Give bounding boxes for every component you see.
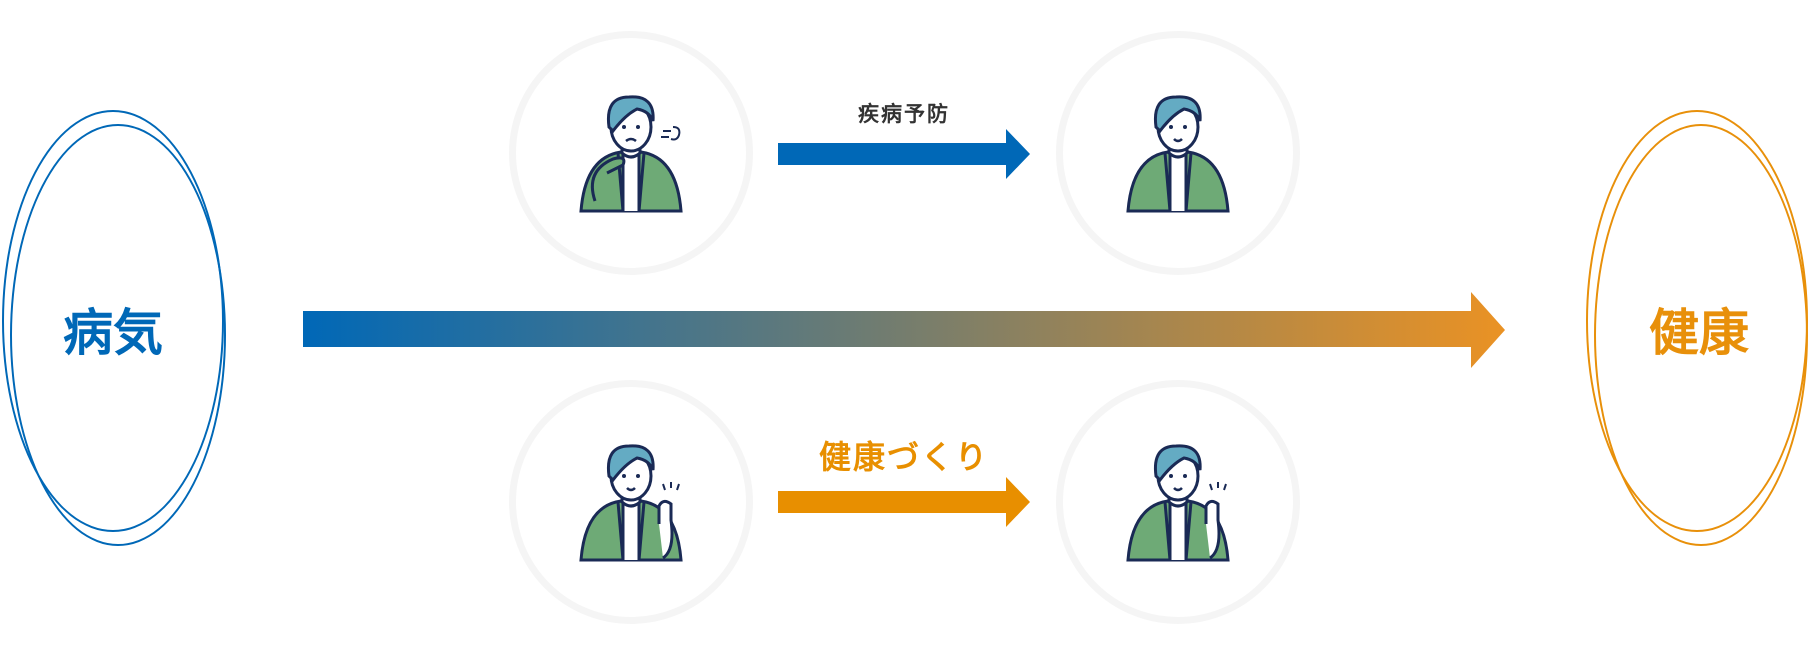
motivated-man-circle-1 <box>509 380 753 624</box>
motivated-man-icon <box>579 444 683 562</box>
sighing-man-circle <box>509 31 753 275</box>
disease-prevention-label: 疾病予防 <box>858 102 950 126</box>
main-gradient-arrow <box>303 292 1505 368</box>
motivated-man-circle-2 <box>1056 380 1300 624</box>
illness-label: 病気 <box>63 304 163 362</box>
health-ellipse: 健康 <box>1586 110 1808 550</box>
health-promotion-label: 健康づくり <box>818 438 989 476</box>
illness-ellipse: 病気 <box>2 110 232 550</box>
neutral-man-icon <box>1126 95 1230 213</box>
neutral-man-circle <box>1056 31 1300 275</box>
health-promotion-arrow <box>778 477 1030 527</box>
motivated-man-icon <box>1126 444 1230 562</box>
health-label: 健康 <box>1649 304 1749 362</box>
disease-prevention-arrow <box>778 129 1030 179</box>
sighing-man-icon <box>579 95 683 213</box>
